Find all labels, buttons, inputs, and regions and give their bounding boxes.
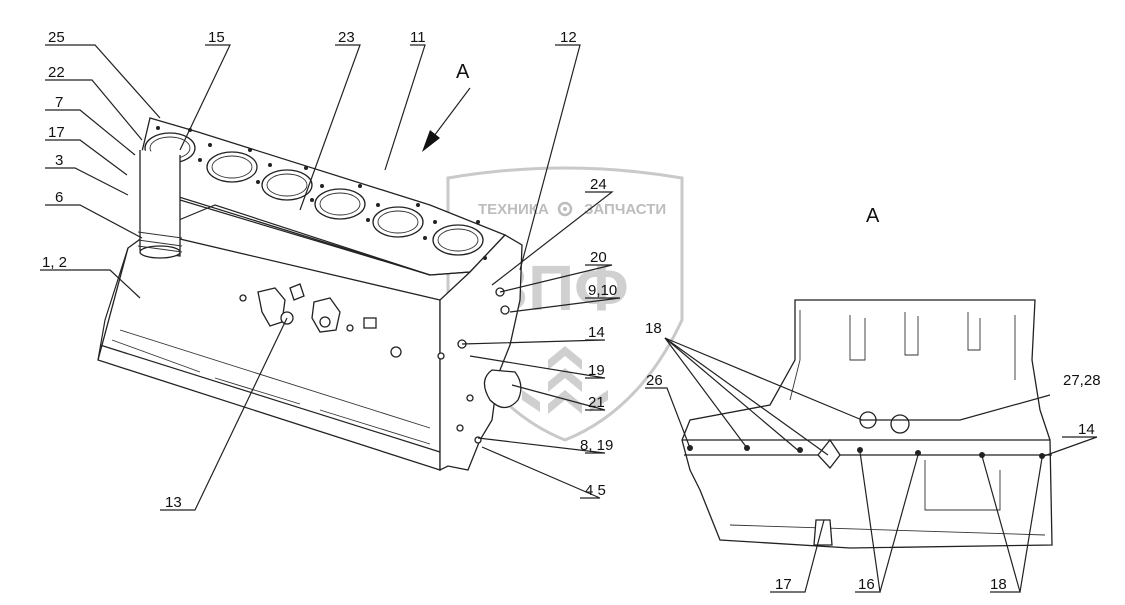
- leader-lines: [40, 44, 1098, 593]
- rear-plate-details: [456, 287, 522, 444]
- view-a-drawing: [681, 299, 1053, 549]
- callout-16: 16: [858, 576, 875, 593]
- callout-3: 3: [55, 152, 63, 169]
- callout-4-5: 4 5: [585, 482, 606, 499]
- callout-26: 26: [646, 372, 663, 389]
- watermark-left-text: ТЕХНИКА: [478, 201, 549, 218]
- callout-17-view-a: 17: [775, 576, 792, 593]
- callout-18-main: 18: [645, 320, 662, 337]
- callout-23: 23: [338, 29, 355, 46]
- callout-labels: 25 15 23 11 12 22 7 17 3 6 1, 2 24 20 9,…: [42, 29, 1101, 593]
- callout-8-19: 8, 19: [580, 437, 613, 454]
- callout-22: 22: [48, 64, 65, 81]
- callout-1-2: 1, 2: [42, 254, 67, 271]
- callout-24: 24: [590, 176, 607, 193]
- callout-15: 15: [208, 29, 225, 46]
- callout-18-view-a: 18: [990, 576, 1007, 593]
- callout-14-view-a: 14: [1078, 421, 1095, 438]
- callout-19: 19: [588, 362, 605, 379]
- callout-20: 20: [590, 249, 607, 266]
- callout-21: 21: [588, 394, 605, 411]
- callout-12: 12: [560, 29, 577, 46]
- callout-13: 13: [165, 494, 182, 511]
- view-direction-label: A: [456, 61, 470, 83]
- gear-icon: [557, 201, 573, 217]
- callout-17-top: 17: [48, 124, 65, 141]
- callout-14-main: 14: [588, 324, 605, 341]
- view-a-title: A: [866, 205, 880, 227]
- cylinder-liner: [137, 150, 183, 259]
- callout-7: 7: [55, 94, 63, 111]
- callout-11: 11: [410, 29, 426, 46]
- side-fittings: [239, 283, 445, 360]
- watermark-right-text: ЗАПЧАСТИ: [584, 201, 666, 218]
- engine-block: [97, 117, 523, 472]
- callout-27-28: 27,28: [1063, 372, 1101, 389]
- watermark: ТЕХНИКА ЗАПЧАСТИ ЗПФ: [446, 166, 684, 442]
- view-arrow-icon: [422, 87, 471, 152]
- callout-9-10: 9,10: [588, 282, 617, 299]
- callout-6: 6: [55, 189, 63, 206]
- callout-25: 25: [48, 29, 65, 46]
